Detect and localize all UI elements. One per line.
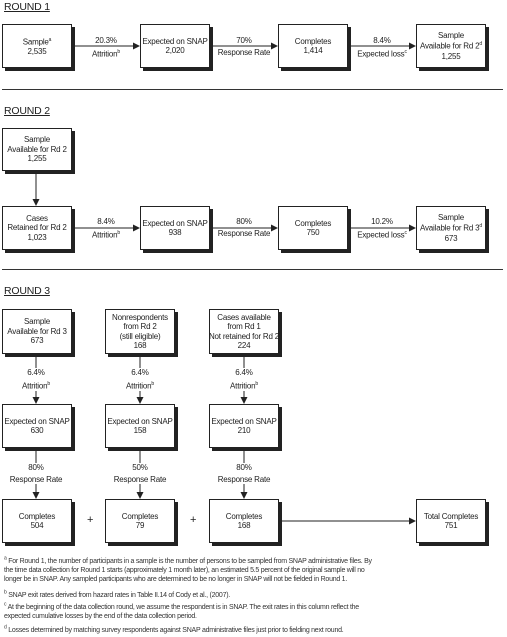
r3-c1-snap-box: Expected on SNAP 630 [2, 404, 72, 448]
r3-c2-rate-label: 50% Response Rate [104, 463, 176, 484]
footnote-d: d Losses determined by matching survey r… [4, 624, 344, 634]
total-completes-box: Total Completes 751 [416, 499, 486, 543]
r3-c2-attrition-label: 6.4% Attritionb [104, 368, 176, 391]
r2-sample-available-box: Sample Available for Rd 2 1,255 [2, 128, 72, 171]
r2-available-rd3-box: Sample Available for Rd 3d 673 [416, 206, 486, 250]
r1-completes-box: Completes 1,414 [278, 24, 348, 68]
r3-c1-attrition-label: 6.4% Attritionb [0, 368, 72, 391]
r3-c3-attrition-label: 6.4% Attritionb [208, 368, 280, 391]
r2-attrition-label: 8.4% Attritionb [92, 217, 120, 240]
r3-c3-top-box: Cases available from Rd 1 Not retained f… [209, 309, 279, 354]
round2-label: ROUND 2 [4, 105, 50, 117]
r1-expected-snap-box: Expected on SNAP 2,020 [140, 24, 210, 68]
footnote-b: b SNAP exit rates derived from hazard ra… [4, 589, 230, 599]
plus-sign-2: + [190, 514, 197, 526]
r2-expected-loss-label: 10.2% Expected lossc [357, 217, 407, 240]
round1-label: ROUND 1 [4, 1, 50, 13]
round2-divider [2, 269, 503, 270]
r3-c1-rate-label: 80% Response Rate [0, 463, 72, 484]
r3-c2-snap-box: Expected on SNAP 158 [105, 404, 175, 448]
r3-c3-rate-label: 80% Response Rate [208, 463, 280, 484]
r3-c3-snap-box: Expected on SNAP 210 [209, 404, 279, 448]
r1-available-rd2-box: Sample Available for Rd 2d 1,255 [416, 24, 486, 68]
r3-c2-top-box: Nonrespondents from Rd 2 (still eligible… [105, 309, 175, 354]
footnote-c: c At the beginning of the data collectio… [4, 601, 359, 620]
plus-sign-1: + [87, 514, 94, 526]
r2-completes-box: Completes 750 [278, 206, 348, 250]
round3-label: ROUND 3 [4, 285, 50, 297]
r1-expected-loss-label: 8.4% Expected lossc [357, 36, 407, 59]
r1-response-rate-label: 70% Response Rate [217, 36, 271, 57]
r3-c1-top-box: Sample Available for Rd 3 673 [2, 309, 72, 354]
r3-c2-completes-box: Completes 79 [105, 499, 175, 543]
r2-cases-retained-box: Cases Retained for Rd 2 1,023 [2, 206, 72, 250]
round1-divider [2, 89, 503, 90]
footnote-a: a For Round 1, the number of participant… [4, 555, 372, 583]
r2-response-rate-label: 80% Response Rate [217, 217, 271, 238]
r1-sample-box: Samplea 2,535 [2, 24, 72, 68]
r3-c3-completes-box: Completes 168 [209, 499, 279, 543]
r3-c1-completes-box: Completes 504 [2, 499, 72, 543]
r2-expected-snap-box: Expected on SNAP 938 [140, 206, 210, 250]
r1-attrition-label: 20.3% Attritionb [92, 36, 120, 59]
